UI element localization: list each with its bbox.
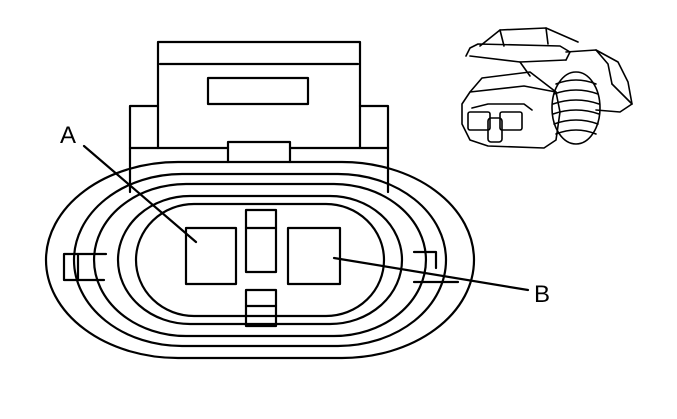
leader-line-b — [332, 256, 530, 292]
center-key-top — [244, 208, 278, 274]
callout-label-b: B — [534, 281, 551, 308]
side-ear-left — [62, 252, 108, 282]
connector-iso-illustration — [461, 27, 633, 149]
locking-tab — [156, 40, 362, 150]
terminal-cavity-a — [184, 226, 238, 286]
callout-label-a: A — [60, 122, 77, 149]
leader-line-a — [82, 144, 198, 244]
connector-body — [128, 104, 390, 194]
terminal-cavity-b — [286, 226, 342, 286]
center-key-bottom — [244, 288, 278, 328]
seal-rings — [44, 160, 476, 360]
